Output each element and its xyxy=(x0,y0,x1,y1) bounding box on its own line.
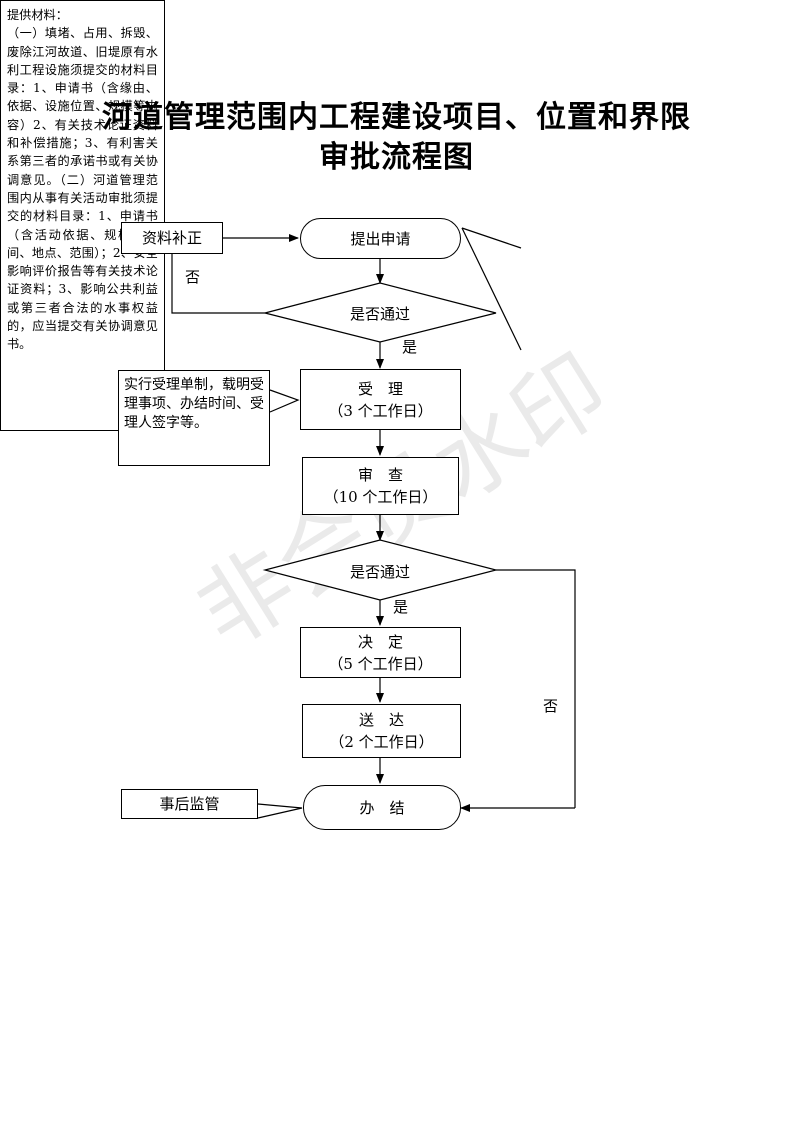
supervise-node: 事后监管 xyxy=(121,789,258,819)
accept-node: 受 理 （3 个工作日） xyxy=(300,369,461,430)
decision-diamond-2 xyxy=(262,539,499,601)
no-label-1: 否 xyxy=(185,268,201,286)
accept-note-box xyxy=(118,370,270,466)
materials-box: 提供材料： （一）填堵、占用、拆毁、废除江河故道、旧堤原有水利工程设施须提交的材… xyxy=(0,0,165,431)
review-label: 审 查 xyxy=(357,466,403,484)
submit-application-node: 提出申请 xyxy=(300,218,461,259)
deliver-label: 送 达 xyxy=(358,711,404,729)
supplement-materials-label: 资料补正 xyxy=(141,229,202,247)
finish-label: 办 结 xyxy=(359,798,405,817)
review-node: 审 查 （10 个工作日） xyxy=(302,457,459,515)
no-label-2: 否 xyxy=(543,697,559,715)
finish-node: 办 结 xyxy=(303,785,461,830)
deliver-duration: （2 个工作日） xyxy=(329,733,434,751)
decide-node: 决 定 （5 个工作日） xyxy=(300,627,461,678)
decision-2-label: 是否通过 xyxy=(349,563,410,581)
supplement-materials-node: 资料补正 xyxy=(121,222,223,254)
decision-diamond-1 xyxy=(264,282,497,343)
decide-duration: （5 个工作日） xyxy=(328,654,433,673)
page-title-line-2: 审批流程图 xyxy=(319,140,474,175)
accept-note-text: 实行受理单制，载明受理事项、办结时间、受理人签字等。 xyxy=(124,377,264,431)
materials-heading: 提供材料： xyxy=(7,8,68,22)
yes-label-2: 是 xyxy=(393,598,409,616)
accept-label: 受 理 xyxy=(357,379,403,398)
submit-application-label: 提出申请 xyxy=(350,229,411,248)
materials-body: （一）填堵、占用、拆毁、废除江河故道、旧堤原有水利工程设施须提交的材料目录：1、… xyxy=(7,26,158,352)
decide-label: 决 定 xyxy=(357,632,403,651)
deliver-node: 送 达 （2 个工作日） xyxy=(302,704,461,758)
yes-label-1: 是 xyxy=(402,338,418,356)
accept-duration: （3 个工作日） xyxy=(328,401,433,420)
review-duration: （10 个工作日） xyxy=(323,488,438,506)
decision-1-label: 是否通过 xyxy=(349,305,410,323)
supervise-label: 事后监管 xyxy=(159,795,220,813)
page-title-line-1: 河道管理范围内工程建设项目、位置和界限 xyxy=(102,100,691,135)
